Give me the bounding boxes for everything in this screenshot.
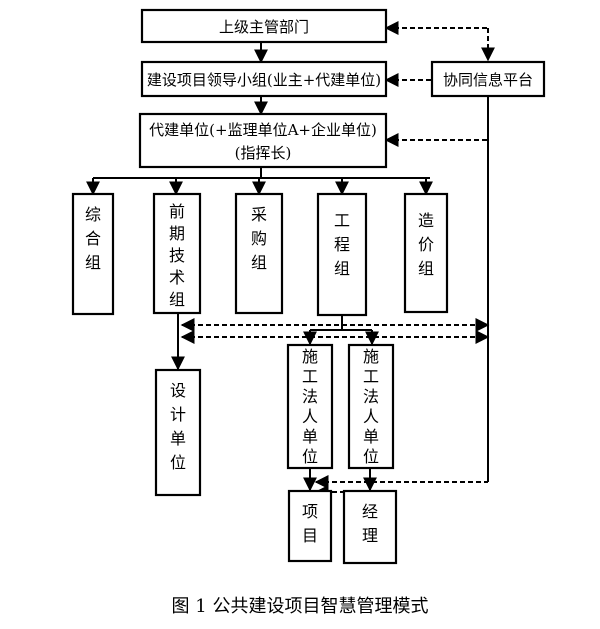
- node-pretech: 前期技术组: [152, 192, 202, 315]
- node-project: 项目: [287, 489, 333, 563]
- node-design-label: 设计单位: [170, 381, 186, 472]
- node-manager: 经理: [342, 489, 398, 565]
- node-general: 综合组: [71, 192, 115, 316]
- node-platform: 协同信息平台: [430, 60, 546, 98]
- node-procure-label: 采购组: [251, 205, 267, 272]
- node-leader: 建设项目领导小组(业主+代建单位): [140, 60, 388, 98]
- node-agent-label-line2: (指挥长): [235, 144, 292, 162]
- node-builder2-label: 施工法人单位: [363, 347, 379, 466]
- node-manager-label: 经理: [362, 502, 378, 545]
- figure-caption: 图 1 公共建设项目智慧管理模式: [172, 596, 429, 617]
- node-engineering: 工程组: [316, 192, 368, 317]
- node-agent-label-line1: 代建单位(+监理单位A+企业单位): [149, 121, 377, 139]
- node-builder1-label: 施工法人单位: [302, 347, 318, 466]
- node-design: 设计单位: [154, 368, 202, 497]
- node-platform-label: 协同信息平台: [443, 71, 533, 89]
- node-top: 上级主管部门: [140, 8, 388, 44]
- node-agent: 代建单位(+监理单位A+企业单位) (指挥长): [138, 112, 388, 169]
- node-builder2: 施工法人单位: [347, 343, 395, 470]
- node-builder1: 施工法人单位: [286, 343, 334, 470]
- node-procure: 采购组: [234, 192, 284, 315]
- node-general-label: 综合组: [85, 205, 101, 272]
- node-pretech-label: 前期技术组: [169, 202, 185, 309]
- node-cost: 造价组: [403, 192, 449, 314]
- node-cost-label: 造价组: [418, 211, 434, 278]
- node-leader-label: 建设项目领导小组(业主+代建单位): [147, 71, 381, 89]
- node-project-label: 项目: [302, 502, 318, 545]
- node-engineering-label: 工程组: [334, 211, 350, 278]
- node-top-label: 上级主管部门: [219, 18, 309, 36]
